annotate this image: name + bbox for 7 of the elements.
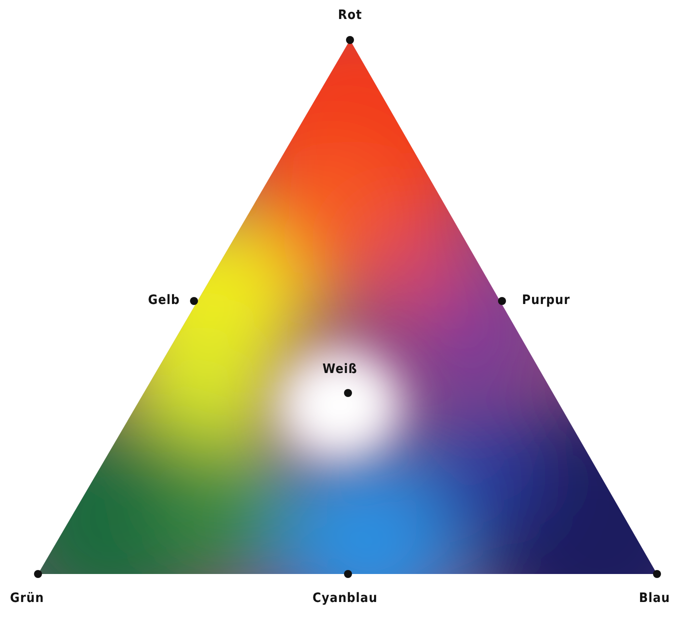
color-label: Cyanblau: [312, 591, 378, 606]
color-label: Rot: [338, 8, 362, 23]
color-label: Weiß: [322, 362, 358, 377]
color-label: Gelb: [148, 293, 180, 308]
color-label: Grün: [10, 591, 44, 606]
color-label: Blau: [639, 591, 670, 606]
color-label: Purpur: [522, 293, 570, 308]
